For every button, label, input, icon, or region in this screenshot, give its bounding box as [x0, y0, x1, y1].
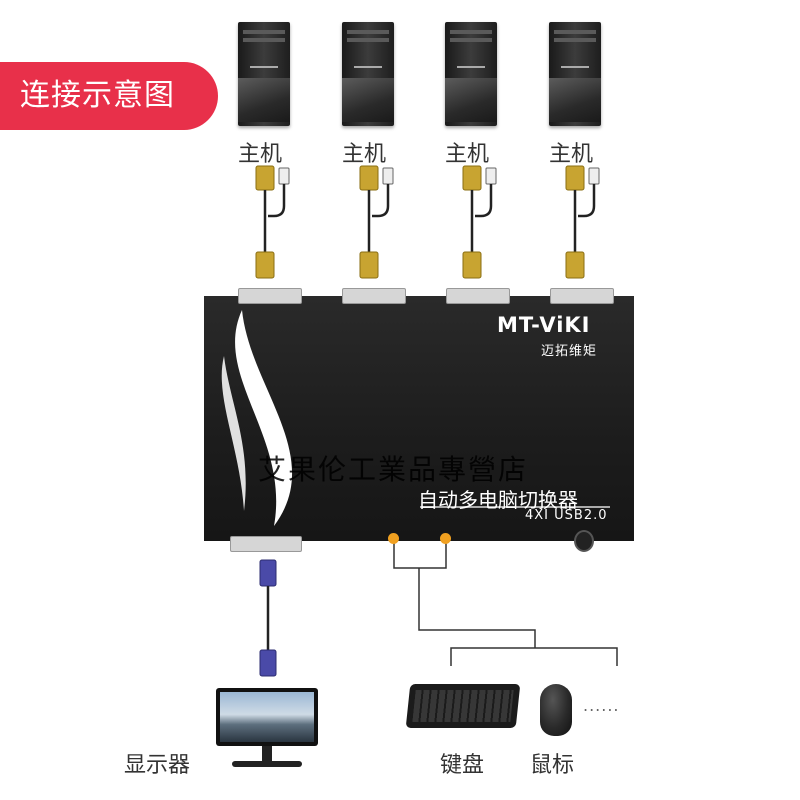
- computer-label-2: 主机: [342, 142, 387, 167]
- mouse-label: 鼠标: [530, 753, 575, 778]
- computer-tower-4: [549, 22, 601, 126]
- more-devices-ellipsis: ......: [583, 696, 620, 715]
- product-name: 自动多电脑切换器: [418, 488, 578, 512]
- vga-port-4: [550, 288, 614, 304]
- vga-port-1: [238, 288, 302, 304]
- monitor-port: [230, 536, 302, 552]
- device-swoosh-graphic: [221, 310, 610, 526]
- monitor-screen: [216, 688, 318, 746]
- watermark-text: 艾果伦工業品專營店: [258, 453, 529, 486]
- diagram-title-badge: 连接示意图: [0, 62, 218, 130]
- computer-label-4: 主机: [549, 142, 594, 167]
- monitor-label: 显示器: [124, 753, 191, 778]
- keyboard-label: 键盘: [440, 753, 485, 778]
- vga-port-2: [342, 288, 406, 304]
- usb-port-indicator-2: [440, 533, 451, 544]
- computer-label-3: 主机: [445, 142, 490, 167]
- power-jack: [574, 530, 594, 552]
- computer-tower-1: [238, 22, 290, 126]
- kvm-cable-3: [462, 165, 497, 279]
- kvm-cable-2: [359, 165, 394, 279]
- brand-cn: 迈拓维矩: [541, 344, 598, 359]
- computer-tower-3: [445, 22, 497, 126]
- kvm-cable-4: [565, 165, 600, 279]
- monitor-neck: [262, 746, 272, 762]
- peripheral-lines: [393, 540, 618, 666]
- usb-port-indicator-1: [388, 533, 399, 544]
- monitor-stand: [232, 761, 302, 767]
- computer-tower-2: [342, 22, 394, 126]
- usb-plug: [278, 167, 290, 185]
- brand-logo: MT-ViKI: [497, 313, 591, 337]
- model-label: 4XI USB2.0: [525, 508, 608, 523]
- computer-label-1: 主机: [238, 142, 283, 167]
- mouse-icon: [540, 684, 572, 736]
- kvm-cable-1: [255, 165, 290, 279]
- keyboard-icon: [405, 684, 521, 728]
- vga-port-3: [446, 288, 510, 304]
- monitor-vga-cable: [259, 559, 277, 677]
- vga-connector-gold: [255, 165, 275, 191]
- vga-connector-gold: [255, 251, 275, 279]
